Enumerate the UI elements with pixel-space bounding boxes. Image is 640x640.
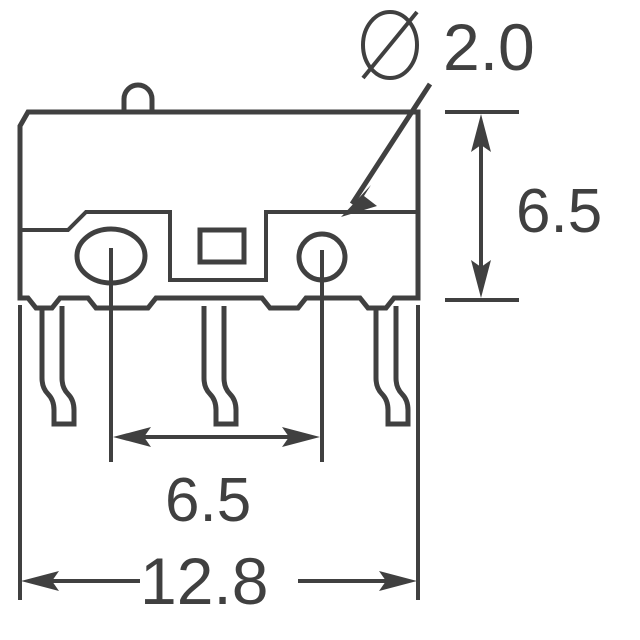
- diameter-leader-line: [349, 82, 433, 206]
- switch-body-group: [17, 82, 421, 462]
- center-square-detail: [197, 227, 247, 265]
- width-dimension-group: 12.8: [18, 305, 420, 618]
- width-arrow-right: [379, 571, 417, 591]
- terminal-pin-left: [39, 306, 77, 427]
- body-lower-step-line: [20, 210, 418, 282]
- pitch-arrow-right: [282, 427, 320, 447]
- height-dimension-group: 6.5: [445, 110, 602, 302]
- terminal-pins-group: [39, 306, 411, 427]
- terminal-pin-right: [373, 306, 411, 427]
- actuator-nub-icon: [121, 82, 155, 112]
- diameter-leader-arrowhead: [341, 185, 377, 217]
- height-arrow-bottom: [471, 260, 491, 298]
- height-arrow-top: [471, 114, 491, 152]
- diameter-symbol-icon: [361, 10, 419, 80]
- terminal-pin-middle: [201, 306, 239, 427]
- pitch-dimension-label: 6.5: [165, 466, 251, 535]
- width-dimension-label: 12.8: [140, 544, 268, 618]
- pitch-dimension-group: 6.5: [113, 427, 320, 535]
- diameter-leader-group: [341, 82, 433, 217]
- pitch-arrow-left: [113, 427, 151, 447]
- diameter-label-group: 2.0: [361, 10, 535, 84]
- width-arrow-left: [21, 571, 59, 591]
- body-outline: [17, 109, 421, 311]
- diameter-value-label: 2.0: [443, 10, 535, 84]
- height-dimension-label: 6.5: [516, 177, 602, 246]
